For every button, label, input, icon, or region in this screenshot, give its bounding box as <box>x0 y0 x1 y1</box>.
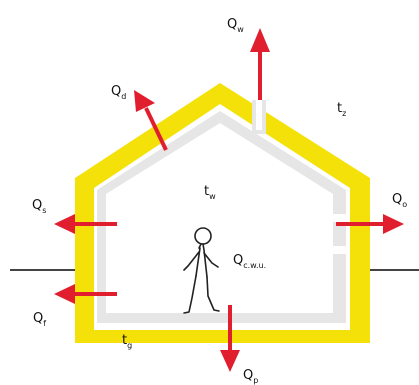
arrow-qd-shaft <box>144 107 168 151</box>
window-right-lower <box>333 246 347 254</box>
label-q-w: Qw <box>227 17 244 34</box>
arrow-qo-head <box>383 214 404 234</box>
label-t-g: tg <box>122 333 132 350</box>
arrows <box>54 28 404 372</box>
room-interior <box>106 123 333 313</box>
person-icon <box>183 227 220 314</box>
label-t-w: tw <box>204 184 216 201</box>
arrow-qd-head <box>134 90 155 112</box>
label-q-o: Qo <box>392 192 407 209</box>
label-q-d: Qd <box>111 84 126 101</box>
label-q-p: Qp <box>243 368 258 385</box>
arrow-qf-head <box>54 284 75 304</box>
arrow-qw-head <box>250 28 270 52</box>
arrow-qp-head <box>220 350 240 372</box>
label-t-z: tz <box>337 101 346 118</box>
person-legs <box>183 275 220 314</box>
person-body <box>195 243 208 278</box>
arrow-qs-head <box>54 214 75 234</box>
label-q-cwu: Qc.w.u. <box>233 253 266 270</box>
label-q-s: Qs <box>32 198 46 215</box>
person-arms <box>183 251 219 271</box>
chimney-gap <box>256 100 262 130</box>
label-q-f: Qf <box>33 311 46 328</box>
window-right-upper <box>333 214 347 222</box>
